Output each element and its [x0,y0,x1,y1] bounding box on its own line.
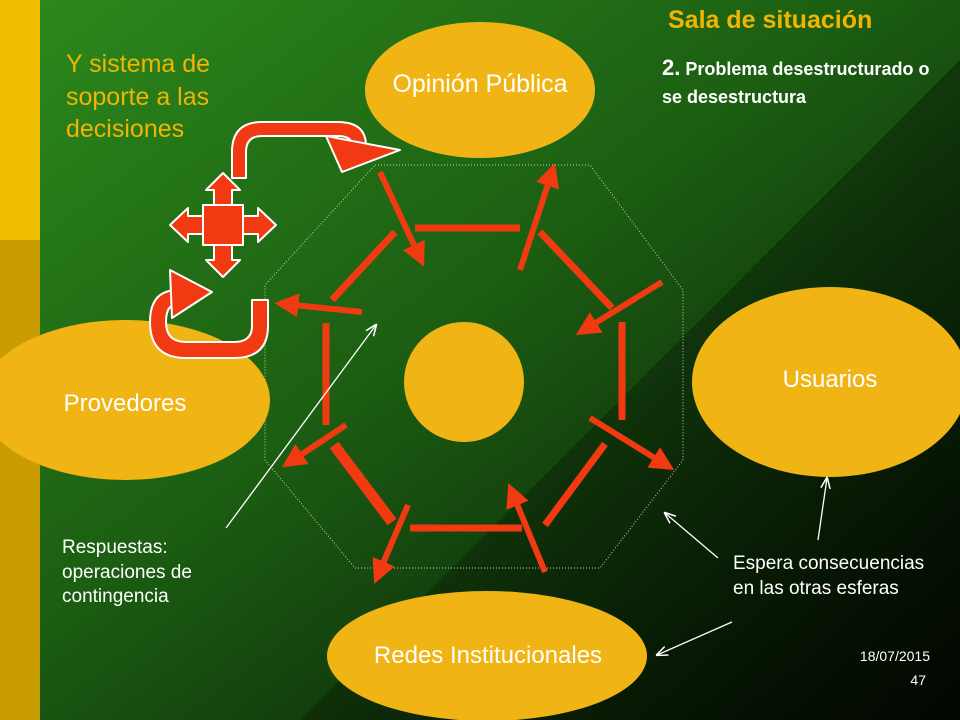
provedores-label: Provedores [63,390,187,417]
red-arrows [274,162,675,584]
slide-title: Sala de situación [668,6,873,34]
segment-top-right [537,229,615,311]
usuarios-label: Usuarios [782,366,878,393]
annotation-arrows [225,325,827,655]
footer-date: 18/07/2015 [859,648,930,664]
arrow-opinion-out [517,162,559,271]
arrow-provedores-out [274,293,363,318]
arrow-provedores-in [281,422,348,468]
redes-institucionales-label: Redes Institucionales [373,642,603,669]
segment-bottom-left [329,441,397,526]
arrow-redes-in [506,483,548,574]
octagon-segments [322,224,626,532]
provedores-oval [0,320,270,480]
arrow-usuarios-in [575,279,664,336]
segment-bottom-right [542,441,608,528]
arrow-respuestas [225,325,376,529]
espera-note: Espera consecuencias en las otras esfera… [733,553,925,599]
redes-institucionales-oval [327,591,647,720]
opinion-publica-label: Opinión Pública [392,70,568,98]
background-shade [300,60,960,720]
arrow-usuarios-out [588,415,675,471]
opinion-publica-oval [365,22,595,158]
slide-subtitle: 2. Problema desestructurado o se desestr… [662,52,952,110]
sidebar-bottom-stripe [0,240,40,720]
center-circle [404,322,524,442]
curved-arrow-icon [231,121,401,179]
subtitle-number: 2. [662,55,681,80]
usuarios-oval [692,287,960,477]
arrow-redes-out [372,503,411,584]
page-number: 47 [910,672,926,688]
arrow-espera-usuarios [817,478,827,541]
arrow-espera-up [665,513,719,559]
four-way-arrow-icon [169,172,277,278]
arrow-espera-redes [657,621,733,655]
sidebar-top-stripe [0,0,40,240]
arrow-opinion-in [377,170,425,267]
segment-top-left [329,229,398,303]
respuestas-note: Respuestas: operaciones de contingencia [62,537,192,608]
support-system-text: Y sistema de soporte a las decisiones [66,50,211,143]
subtitle-text: Problema desestructurado o se desestruct… [662,59,930,107]
u-turn-arrow-icon [149,269,269,359]
